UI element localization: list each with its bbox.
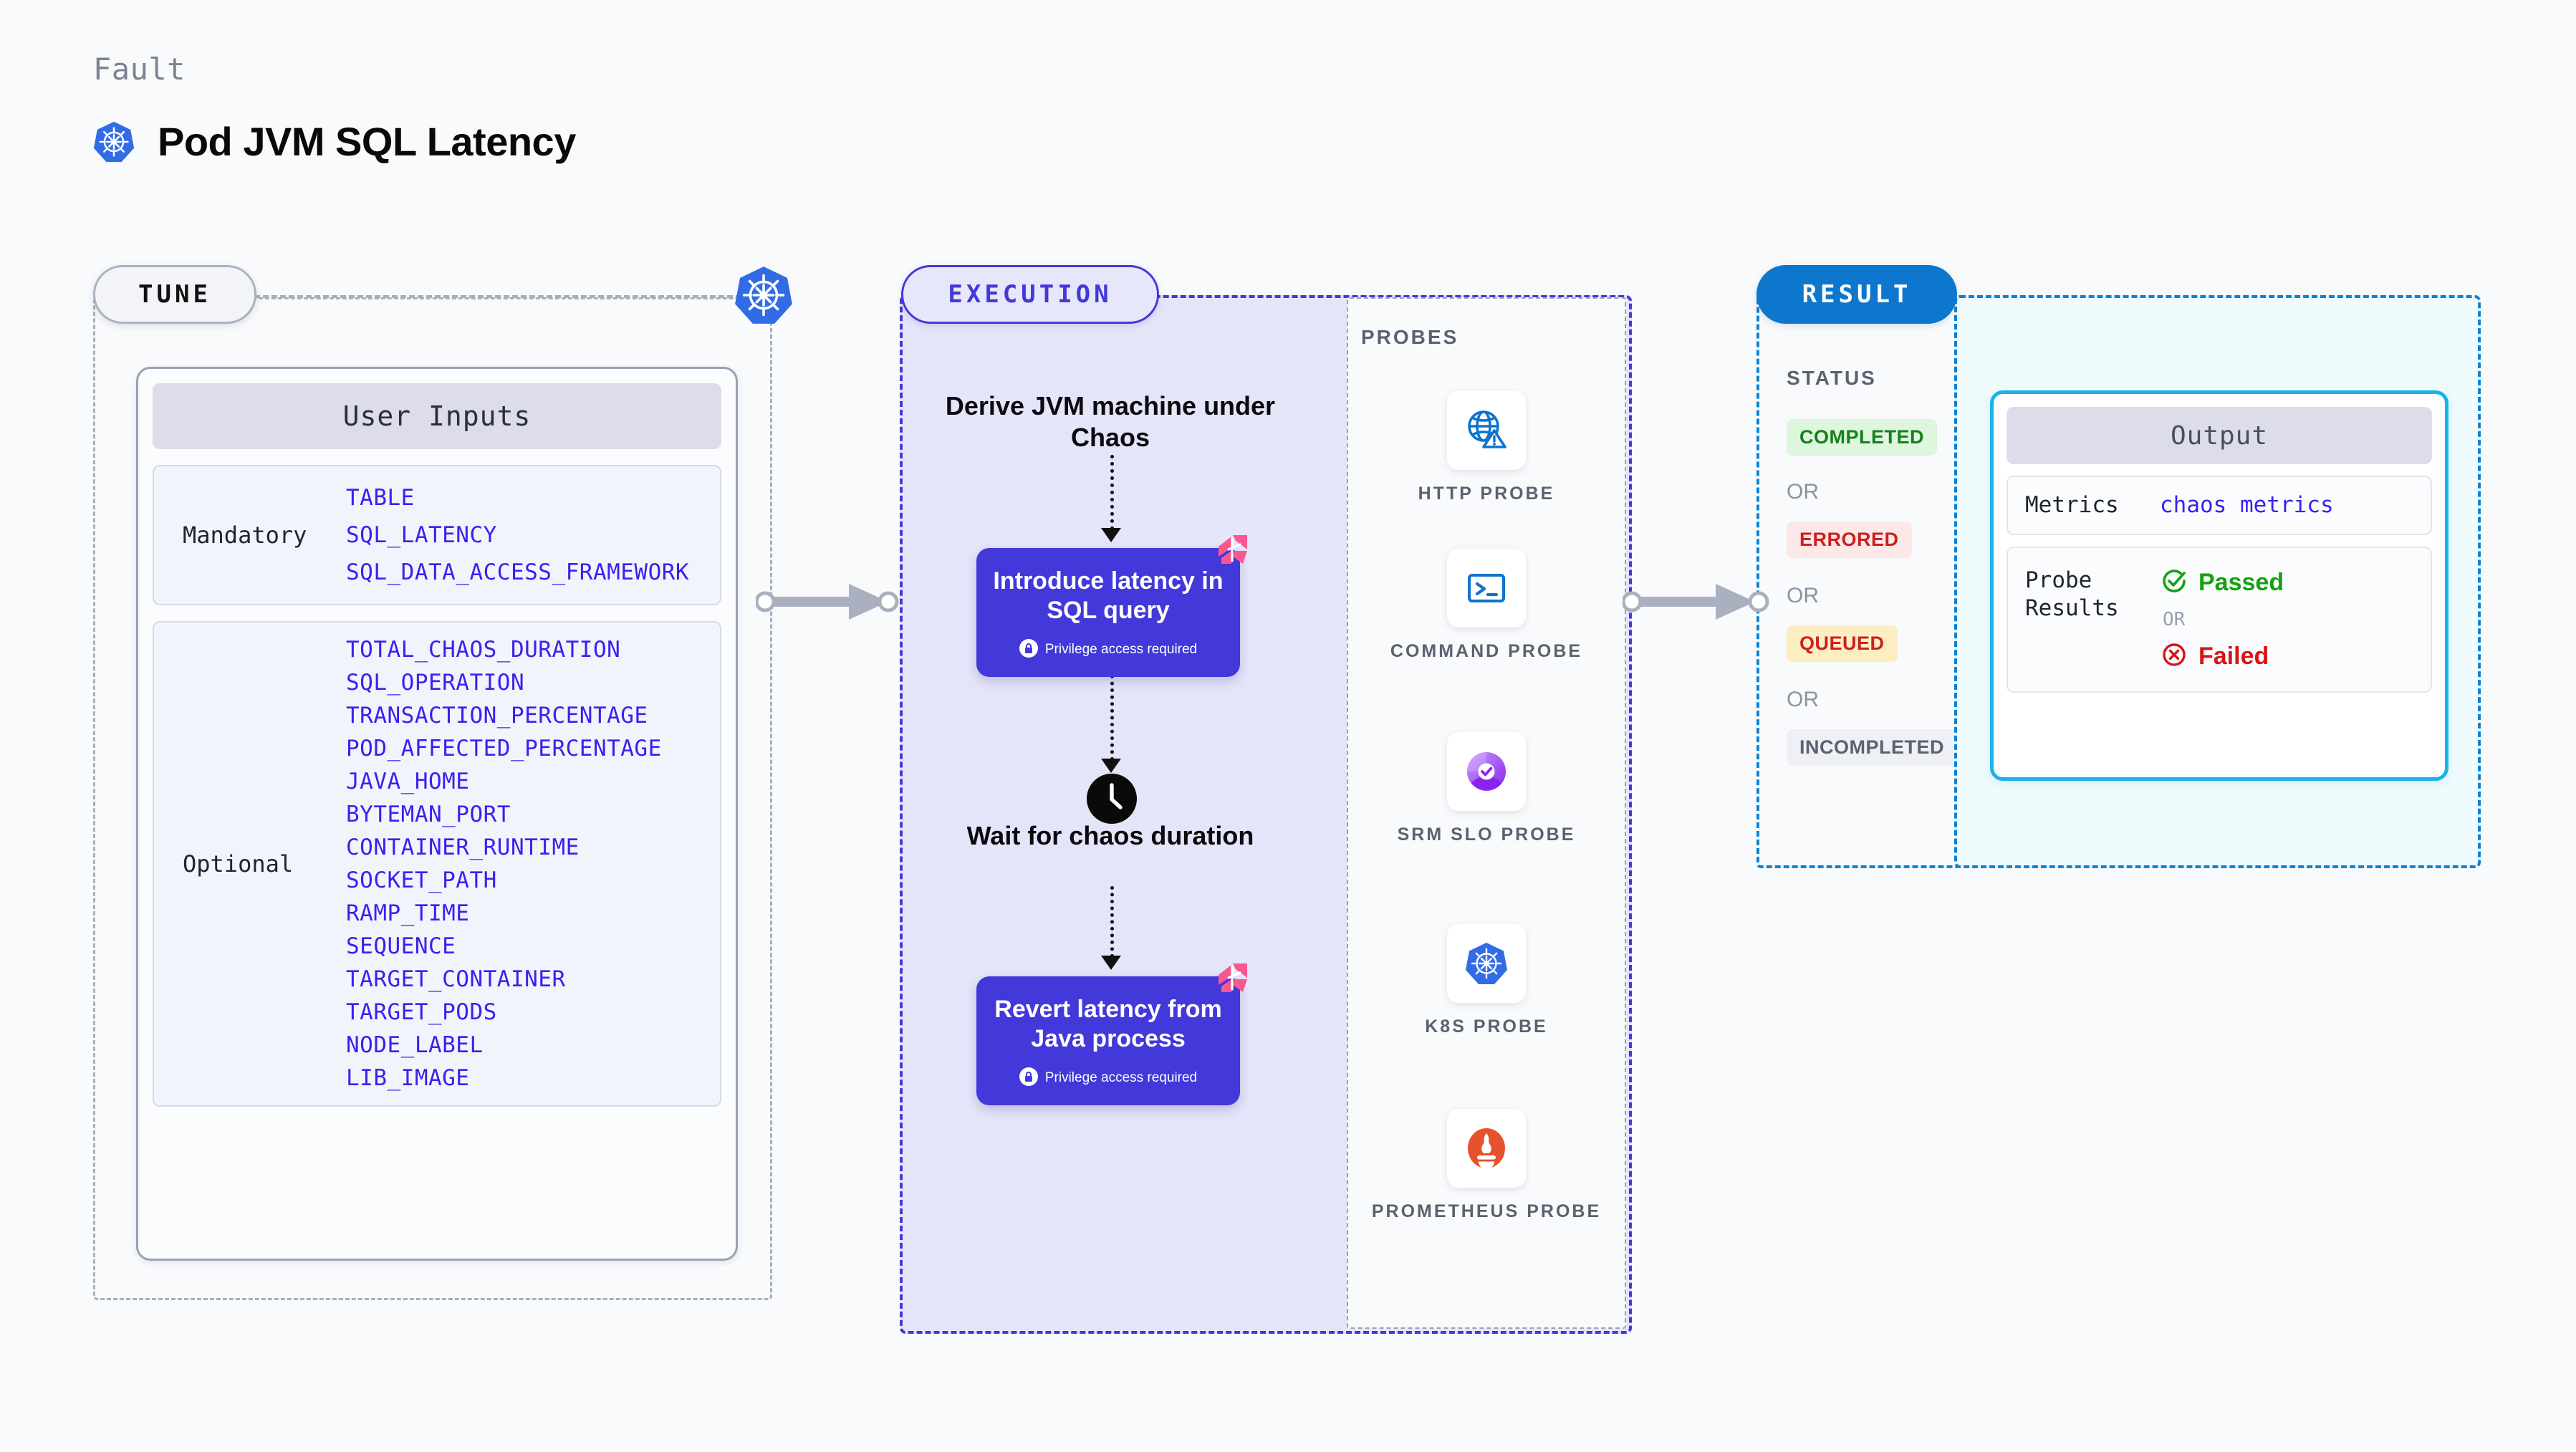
probe-label: PROMETHEUS PROBE (1371, 1201, 1602, 1221)
probes-section-label: PROBES (1361, 326, 1459, 348)
param-item[interactable]: NODE_LABEL (346, 1032, 484, 1058)
status-badge-errored: ERRORED (1787, 521, 1912, 558)
tune-section-pill[interactable]: TUNE (93, 265, 256, 324)
status-label: STATUS (1787, 367, 1877, 389)
param-item[interactable]: TARGET_CONTAINER (346, 966, 566, 992)
connector-arrow-tune-to-execution (754, 577, 906, 630)
probe-http[interactable]: HTTP PROBE (1347, 391, 1626, 505)
param-item[interactable]: RAMP_TIME (346, 900, 470, 926)
probe-k8s[interactable]: K8S PROBE (1347, 924, 1626, 1038)
status-badge-incompleted: INCOMPLETED (1787, 729, 1958, 766)
check-circle-icon (2160, 567, 2188, 599)
probe-command[interactable]: COMMAND PROBE (1347, 549, 1626, 663)
execution-card-revert-latency[interactable]: Revert latency from Java process Privile… (976, 963, 1247, 1105)
param-item[interactable]: TABLE (346, 485, 415, 511)
execution-card-title: Introduce latency in SQL query (993, 567, 1224, 625)
status-or-separator: OR (1787, 688, 1819, 711)
user-inputs-card: User Inputs Mandatory TABLE SQL_LATENCY … (136, 367, 738, 1261)
param-group-kind: Mandatory (183, 521, 307, 549)
param-group-kind: Optional (183, 850, 294, 878)
probe-label: K8S PROBE (1425, 1016, 1548, 1037)
param-item[interactable]: JAVA_HOME (346, 769, 470, 794)
status-or-separator: OR (1787, 584, 1819, 607)
probe-result-passed-label: Passed (2198, 568, 2284, 596)
flow-arrow-line (1110, 675, 1114, 761)
user-inputs-title: User Inputs (153, 383, 721, 449)
param-item[interactable]: SQL_LATENCY (346, 522, 497, 548)
flow-arrow-line (1110, 886, 1114, 958)
clock-icon (1087, 774, 1137, 827)
flow-arrow-head (1101, 528, 1121, 542)
mandatory-param-list: TABLE SQL_LATENCY SQL_DATA_ACCESS_FRAMEW… (346, 485, 689, 585)
optional-params-block: Optional TOTAL_CHAOS_DURATION SQL_OPERAT… (153, 621, 721, 1107)
param-item[interactable]: POD_AFFECTED_PERCENTAGE (346, 736, 662, 761)
param-item[interactable]: LIB_IMAGE (346, 1065, 470, 1091)
execution-step-derive-label: Derive JVM machine under Chaos (945, 391, 1276, 452)
probe-label: SRM SLO PROBE (1397, 824, 1576, 845)
tune-dash-connector (254, 295, 784, 298)
probe-results-values: Passed OR Failed (2160, 567, 2284, 673)
status-badge-completed: COMPLETED (1787, 419, 1938, 456)
probe-prometheus[interactable]: PROMETHEUS PROBE (1347, 1109, 1626, 1223)
optional-param-list: TOTAL_CHAOS_DURATION SQL_OPERATION TRANS… (346, 637, 662, 1091)
param-item[interactable]: TOTAL_CHAOS_DURATION (346, 637, 621, 663)
fault-title-row: Pod JVM SQL Latency (92, 118, 576, 165)
output-metrics-key: Metrics (2025, 492, 2119, 518)
flow-arrow-head (1101, 956, 1121, 970)
result-section-pill[interactable]: RESULT (1756, 265, 1957, 324)
lock-icon (1019, 638, 1038, 661)
probe-result-or-separator: OR (2163, 608, 2186, 630)
fault-eyebrow-label: Fault (93, 52, 186, 87)
probe-srm-slo[interactable]: SRM SLO PROBE (1347, 732, 1626, 846)
output-probe-results-row: Probe Results Passed OR (2007, 546, 2432, 693)
x-circle-icon (2160, 640, 2188, 673)
flow-arrow-line (1110, 455, 1114, 530)
execution-card-title: Revert latency from Java process (994, 996, 1222, 1053)
srm-slo-icon (1447, 732, 1526, 811)
privilege-note-text: Privilege access required (1044, 642, 1198, 658)
connector-arrow-execution-to-result (1621, 577, 1773, 630)
terminal-icon (1447, 549, 1526, 628)
execution-section-pill[interactable]: EXECUTION (901, 265, 1159, 324)
page-title: Pod JVM SQL Latency (158, 119, 576, 164)
prometheus-icon (1447, 1109, 1526, 1188)
execution-step-wait-label: Wait for chaos duration (966, 821, 1254, 850)
mandatory-params-block: Mandatory TABLE SQL_LATENCY SQL_DATA_ACC… (153, 465, 721, 605)
litmus-flag-icon (1211, 532, 1253, 576)
kubernetes-icon (1447, 924, 1526, 1003)
privilege-note-row: Privilege access required (988, 1067, 1229, 1090)
param-item[interactable]: SQL_OPERATION (346, 670, 525, 696)
output-metrics-value[interactable]: chaos metrics (2160, 492, 2334, 519)
litmus-flag-icon (1211, 961, 1253, 1004)
execution-card-introduce-latency[interactable]: Introduce latency in SQL query Privilege… (976, 535, 1247, 677)
status-or-separator: OR (1787, 480, 1819, 504)
probe-result-failed: Failed (2160, 640, 2284, 673)
probe-label: HTTP PROBE (1418, 484, 1555, 504)
probe-result-failed-label: Failed (2198, 642, 2269, 670)
kubernetes-icon (92, 120, 136, 164)
param-item[interactable]: TRANSACTION_PERCENTAGE (346, 703, 648, 729)
param-item[interactable]: TARGET_PODS (346, 999, 497, 1025)
tune-section-frame (93, 297, 772, 1300)
probe-result-passed: Passed (2160, 567, 2284, 599)
lock-icon (1019, 1067, 1038, 1090)
privilege-note-text: Privilege access required (1044, 1070, 1198, 1086)
param-item[interactable]: SQL_DATA_ACCESS_FRAMEWORK (346, 559, 690, 585)
output-title: Output (2007, 407, 2432, 464)
output-card: Output Metrics chaos metrics Probe Resul… (1990, 390, 2448, 781)
param-item[interactable]: BYTEMAN_PORT (346, 802, 511, 827)
kubernetes-icon (732, 264, 795, 330)
output-probe-results-key: Probe Results (2025, 567, 2119, 621)
param-item[interactable]: SEQUENCE (346, 933, 456, 959)
privilege-note-row: Privilege access required (988, 638, 1229, 661)
output-metrics-row: Metrics chaos metrics (2007, 476, 2432, 535)
flow-arrow-head (1101, 759, 1121, 773)
param-item[interactable]: CONTAINER_RUNTIME (346, 835, 580, 860)
probe-label: COMMAND PROBE (1390, 641, 1583, 661)
status-badge-queued: QUEUED (1787, 625, 1898, 662)
param-item[interactable]: SOCKET_PATH (346, 867, 497, 893)
globe-warning-icon (1447, 391, 1526, 470)
